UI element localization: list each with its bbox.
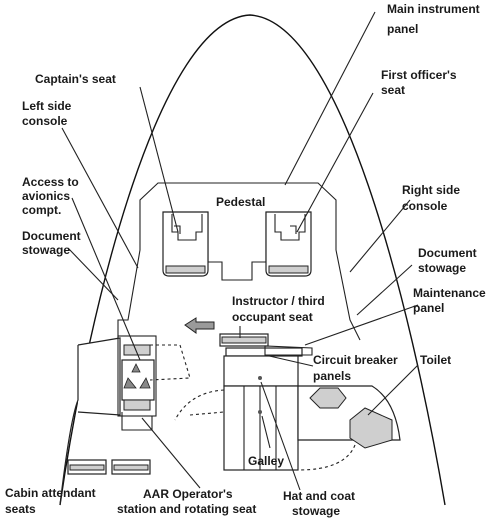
label-toilet: Toilet bbox=[420, 353, 451, 367]
label-doc-stowage-right-2: stowage bbox=[418, 261, 466, 275]
label-instructor-seat: Instructor / third bbox=[232, 294, 325, 308]
label-right-console: Right side bbox=[402, 183, 460, 197]
label-instructor-seat-2: occupant seat bbox=[232, 310, 313, 324]
label-right-console-2: console bbox=[402, 199, 448, 213]
label-cabin-attendant: Cabin attendant bbox=[5, 486, 96, 500]
fuselage-outline bbox=[59, 14, 446, 506]
label-aar-operator: AAR Operator's bbox=[143, 487, 233, 501]
label-doc-stowage-left-2: stowage bbox=[22, 243, 70, 257]
label-circuit-breaker: Circuit breaker bbox=[313, 353, 398, 367]
label-left-console: Left side bbox=[22, 99, 72, 113]
aar-station bbox=[59, 335, 191, 506]
label-captains-seat: Captain's seat bbox=[35, 72, 116, 86]
label-first-officer-2: seat bbox=[381, 83, 405, 97]
label-cabin-attendant-2: seats bbox=[5, 502, 36, 516]
label-circuit-breaker-2: panels bbox=[313, 369, 351, 383]
label-maintenance-panel: Maintenance bbox=[413, 286, 486, 300]
pedestal-cutout bbox=[207, 212, 267, 281]
label-first-officer: First officer's bbox=[381, 68, 457, 82]
cabin-attendant-seats bbox=[67, 459, 151, 475]
instructor-seat bbox=[219, 333, 269, 347]
flight-deck-outline bbox=[117, 182, 361, 370]
label-access-avionics-2: avionics bbox=[22, 189, 70, 203]
label-galley: Galley bbox=[248, 454, 284, 468]
leader-lines bbox=[61, 11, 419, 491]
label-access-avionics: Access to bbox=[22, 175, 79, 189]
captain-seat bbox=[162, 211, 209, 277]
left-arrow-icon bbox=[184, 317, 215, 334]
label-hat-coat-2: stowage bbox=[292, 504, 340, 518]
label-doc-stowage-left: Document bbox=[22, 229, 81, 243]
label-maintenance-panel-2: panel bbox=[413, 301, 444, 315]
label-aar-operator-2: station and rotating seat bbox=[117, 502, 256, 516]
galley-block bbox=[174, 355, 299, 471]
label-pedestal: Pedestal bbox=[216, 195, 265, 209]
label-access-avionics-3: compt. bbox=[22, 203, 61, 217]
recycle-icon bbox=[123, 363, 151, 389]
label-left-console-2: console bbox=[22, 114, 68, 128]
toilet-block bbox=[297, 385, 401, 471]
label-doc-stowage-right: Document bbox=[418, 246, 477, 260]
label-main-instrument-panel-2: panel bbox=[387, 22, 418, 36]
label-main-instrument-panel: Main instrument bbox=[387, 2, 480, 16]
cb-panel-right bbox=[264, 345, 313, 356]
label-hat-coat: Hat and coat bbox=[283, 489, 355, 503]
first-officer-seat bbox=[265, 211, 312, 277]
